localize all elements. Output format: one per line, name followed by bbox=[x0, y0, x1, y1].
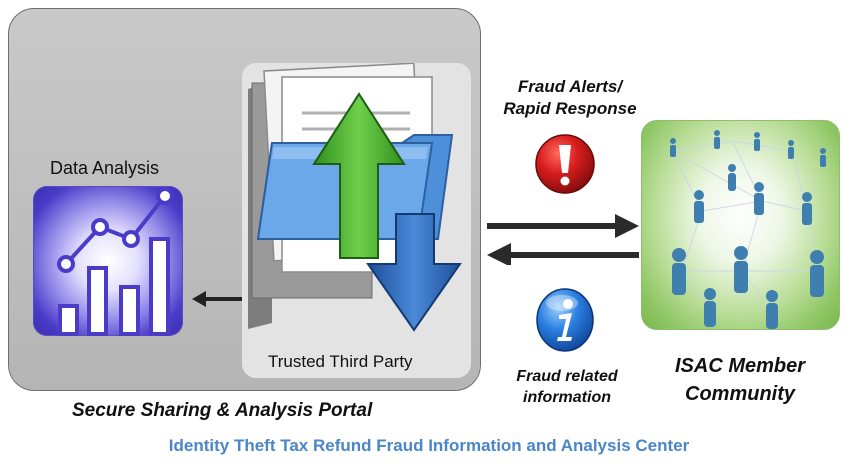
portal-caption: Secure Sharing & Analysis Portal bbox=[72, 400, 373, 421]
footer-title: Identity Theft Tax Refund Fraud Informat… bbox=[168, 436, 690, 455]
fraud-info-line1: Fraud related bbox=[516, 368, 618, 385]
isac-label-line2: Community bbox=[685, 383, 795, 405]
info-icon bbox=[536, 288, 594, 352]
fraud-alerts-line1: Fraud Alerts/ bbox=[517, 77, 623, 96]
exchange-arrows-icon bbox=[487, 214, 639, 265]
exclamation-icon bbox=[535, 134, 595, 194]
people-network-icon bbox=[670, 130, 826, 329]
isac-label-line1: ISAC Member bbox=[674, 355, 806, 377]
fraud-info-line2: information bbox=[523, 389, 611, 406]
data-analysis-card bbox=[33, 186, 183, 336]
fraud-info-label: Fraud related information bbox=[497, 366, 637, 408]
isac-member-community-label: ISAC Member Community bbox=[655, 352, 825, 408]
fraud-alerts-line2: Rapid Response bbox=[503, 99, 637, 118]
data-analysis-label: Data Analysis bbox=[50, 158, 160, 178]
fraud-alerts-label: Fraud Alerts/ Rapid Response bbox=[490, 76, 650, 120]
isac-community-box bbox=[641, 120, 840, 330]
line-bar-chart-icon bbox=[57, 187, 174, 336]
blue-down-arrow-icon bbox=[366, 213, 462, 332]
green-up-arrow-icon bbox=[312, 92, 406, 259]
trusted-third-party-label: Trusted Third Party bbox=[268, 352, 413, 371]
